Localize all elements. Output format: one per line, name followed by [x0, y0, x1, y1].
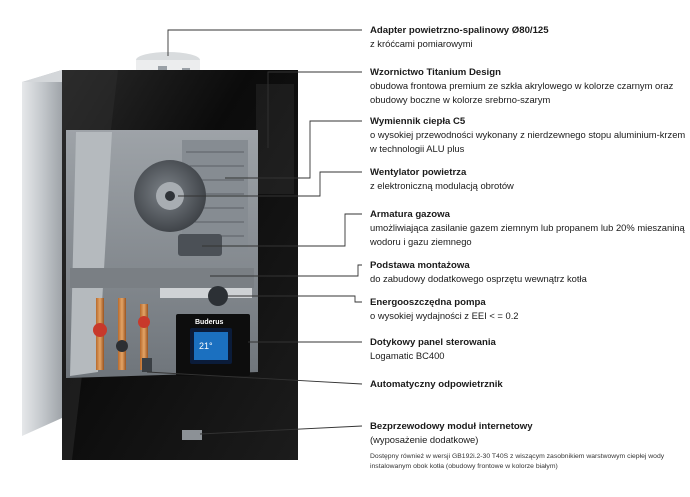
- label-pump: Energooszczędna pompa o wysokiej wydajno…: [370, 296, 688, 323]
- label-titanium-design: Wzornictwo Titanium Design obudowa front…: [370, 66, 688, 107]
- label-title: Bezprzewodowy moduł internetowy: [370, 421, 533, 432]
- internet-module: [182, 430, 202, 440]
- label-air-vent: Automatyczny odpowietrznik: [370, 378, 688, 391]
- label-title: Dotykowy panel sterowania: [370, 337, 496, 348]
- label-title: Energooszczędna pompa: [370, 297, 486, 308]
- label-desc: z elektroniczną modulacją obrotów: [370, 180, 514, 191]
- label-title: Wentylator powietrza: [370, 167, 467, 178]
- label-heat-exchanger: Wymiennik ciepła C5 o wysokiej przewodno…: [370, 115, 688, 156]
- label-desc: umożliwiająca zasilanie gazem ziemnym lu…: [370, 222, 685, 247]
- gas-valve: [178, 234, 222, 256]
- label-desc: do zabudowy dodatkowego osprzętu wewnątr…: [370, 273, 587, 284]
- label-control-panel: Dotykowy panel sterowania Logamatic BC40…: [370, 336, 688, 363]
- label-title: Armatura gazowa: [370, 209, 450, 220]
- leader-lines: [146, 29, 363, 435]
- label-title: Wzornictwo Titanium Design: [370, 67, 501, 78]
- footnote: Dostępny również w wersji GB192i.2-30 T4…: [370, 453, 665, 470]
- label-title: Automatyczny odpowietrznik: [370, 379, 503, 390]
- label-title: Adapter powietrzno-spalinowy Ø80/125: [370, 25, 549, 36]
- mounting-base: [70, 268, 254, 288]
- brand-logo: Buderus: [195, 319, 224, 326]
- label-title: Podstawa montażowa: [370, 260, 470, 271]
- pump: [208, 286, 228, 306]
- control-panel: Buderus 21°: [176, 314, 250, 376]
- panel-display-text: 21°: [199, 341, 213, 351]
- air-vent: [142, 358, 152, 372]
- label-mounting-base: Podstawa montażowa do zabudowy dodatkowe…: [370, 259, 688, 286]
- label-gas-valve: Armatura gazowa umożliwiająca zasilanie …: [370, 208, 688, 249]
- label-desc: obudowa frontowa premium ze szkła akrylo…: [370, 80, 674, 105]
- label-fan: Wentylator powietrza z elektroniczną mod…: [370, 166, 688, 193]
- label-internet-module: Bezprzewodowy moduł internetowy (wyposaż…: [370, 420, 688, 447]
- label-desc: (wyposażenie dodatkowe): [370, 434, 479, 445]
- label-desc: o wysokiej wydajności z EEI < = 0.2: [370, 310, 519, 321]
- label-flue-adapter: Adapter powietrzno-spalinowy Ø80/125 z k…: [370, 24, 688, 51]
- label-desc: z króćcami pomiarowymi: [370, 38, 473, 49]
- label-desc: o wysokiej przewodności wykonany z nierd…: [370, 129, 686, 154]
- label-title: Wymiennik ciepła C5: [370, 116, 466, 127]
- label-desc: Logamatic BC400: [370, 350, 445, 361]
